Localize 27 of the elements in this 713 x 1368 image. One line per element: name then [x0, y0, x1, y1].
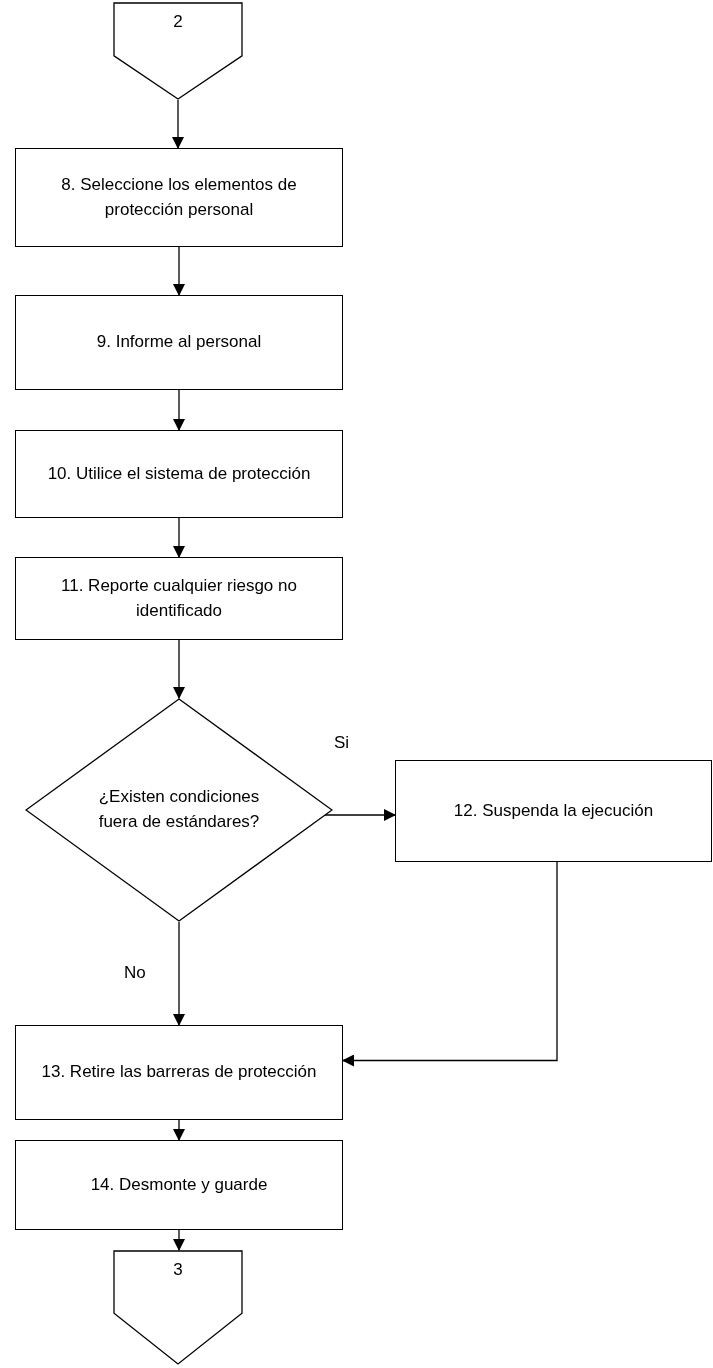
- arrow: [173, 517, 185, 558]
- arrow: [173, 1119, 185, 1141]
- process-box: [15, 148, 343, 247]
- node-text: 8. Seleccione los elementos de protección personal: [60, 173, 298, 221]
- node-text: 10. Utilice el sistema de protección: [47, 462, 311, 485]
- arrow: [172, 99, 184, 149]
- arrow: [324, 809, 396, 821]
- process-box: [395, 760, 712, 862]
- arrow: [173, 389, 185, 431]
- arrow: [173, 639, 185, 699]
- arrow: [342, 861, 558, 1067]
- node-text: 14. Desmonte y guarde: [90, 1173, 268, 1196]
- node-text: 2: [173, 11, 183, 33]
- node-text: ¿Existen condiciones fuera de estándares?: [97, 786, 261, 833]
- arrow: [173, 1229, 185, 1251]
- process-box: [15, 430, 343, 518]
- node-text: 3: [173, 1259, 183, 1281]
- process-box: [15, 1025, 343, 1120]
- process-box: [15, 557, 343, 640]
- node-text: 9. Informe al personal: [96, 331, 262, 354]
- node-text: 12. Suspenda la ejecución: [453, 799, 654, 822]
- process-box: [15, 295, 343, 390]
- arrow: [173, 246, 185, 296]
- node-text: 11. Reporte cualquier riesgo no identificado: [60, 574, 298, 622]
- node-text: 13. Retire las barreras de protección: [41, 1061, 317, 1084]
- process-box: [15, 1140, 343, 1230]
- arrow: [173, 921, 185, 1026]
